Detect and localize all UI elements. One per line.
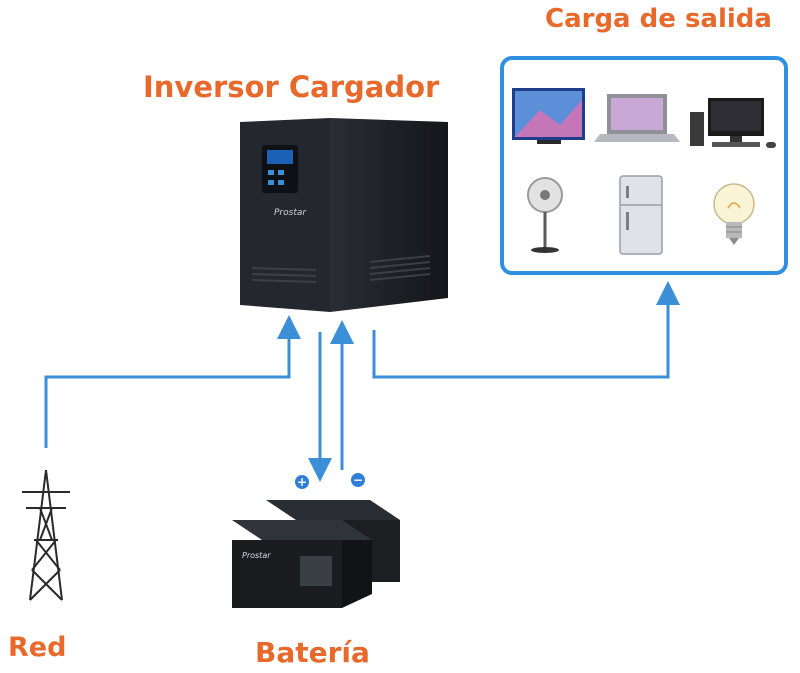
flow-lines (44, 281, 680, 482)
battery-negative-terminal: − (351, 473, 365, 487)
grid-label: Red (8, 632, 67, 663)
positive-sign: + (297, 475, 307, 489)
battery-brand-logo: Prostar (242, 551, 271, 560)
fan-icon (527, 177, 563, 253)
battery-icon (232, 500, 400, 608)
power-tower-icon (22, 469, 70, 601)
inverter-charger-unit (240, 118, 448, 312)
grid-to-inverter-flow (44, 315, 301, 448)
tv-icon (512, 88, 585, 144)
inverter-to-load-flow (372, 281, 680, 379)
negative-sign: − (353, 473, 363, 487)
inverter-brand-logo: Prostar (274, 208, 307, 218)
battery-label: Batería (255, 636, 370, 669)
battery-positive-terminal: + (295, 475, 309, 489)
inverter-title: Inversor Cargador (143, 70, 440, 104)
output-load-title: Carga de salida (545, 4, 772, 34)
light-bulb-icon (713, 183, 755, 245)
refrigerator-icon (619, 175, 663, 255)
laptop-icon (594, 94, 680, 142)
desktop-computer-icon (690, 98, 776, 148)
